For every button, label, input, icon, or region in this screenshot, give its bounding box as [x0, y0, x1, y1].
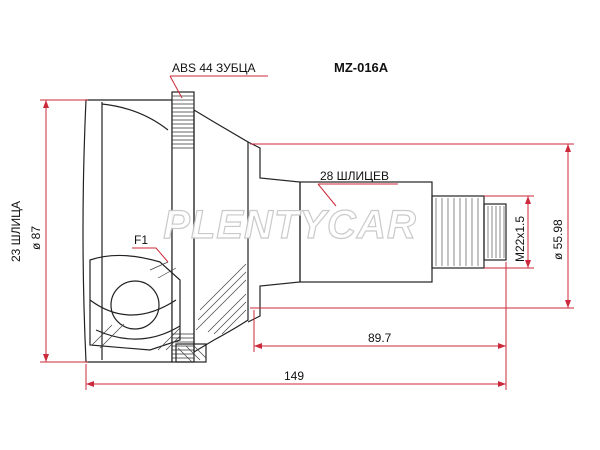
dim-897-arrow-left — [254, 343, 262, 349]
inner-splines-label: 23 ШЛИЦА — [9, 201, 23, 262]
inner-race-cutaway — [89, 254, 181, 351]
leader-abs-diag — [169, 75, 183, 99]
dimension-lines — [40, 75, 574, 390]
length-897-label: 89.7 — [368, 331, 392, 345]
spline-section — [431, 195, 485, 269]
f1-label: F1 — [134, 233, 148, 247]
outer-splines-label: 28 ШЛИЦЕВ — [320, 169, 389, 183]
thread-lines — [487, 206, 505, 258]
dim-149-arrow-right — [498, 381, 506, 387]
dim-5598-arrow-top — [565, 144, 571, 152]
abs-label: ABS 44 ЗУБЦА — [172, 61, 256, 75]
leader-28-diag — [317, 183, 337, 207]
diameter-5598-label: ø 55.98 — [551, 219, 565, 260]
dim-87-arrow-top — [43, 100, 49, 108]
cage-curve-2 — [95, 325, 181, 340]
dim-897-arrow-right — [498, 343, 506, 349]
part-outline — [82, 91, 507, 363]
diameter-87-label: ø 87 — [29, 226, 43, 250]
dim-thread-arrow-bottom — [525, 260, 531, 268]
dim-thread-arrow-top — [525, 196, 531, 204]
thread-label: M22x1.5 — [513, 216, 527, 262]
part-number-title: MZ-016A — [334, 60, 389, 75]
leader-f1 — [132, 247, 169, 263]
lower-boss — [175, 343, 207, 363]
ball — [110, 280, 160, 330]
dim-87-arrow-bottom — [43, 354, 49, 362]
bell-flange — [82, 99, 173, 363]
length-149-label: 149 — [284, 369, 304, 383]
cage-curve — [89, 299, 177, 316]
watermark: PLENTYCAR — [163, 203, 416, 247]
threaded-end — [483, 203, 507, 261]
bell-flange-curve — [101, 103, 169, 131]
dim-149-arrow-left — [86, 381, 94, 387]
abs-ring-teeth — [172, 95, 194, 359]
spline-lines — [435, 198, 479, 266]
bell-body — [193, 108, 249, 354]
dim-5598-arrow-bottom — [565, 300, 571, 308]
hatching — [91, 261, 247, 363]
